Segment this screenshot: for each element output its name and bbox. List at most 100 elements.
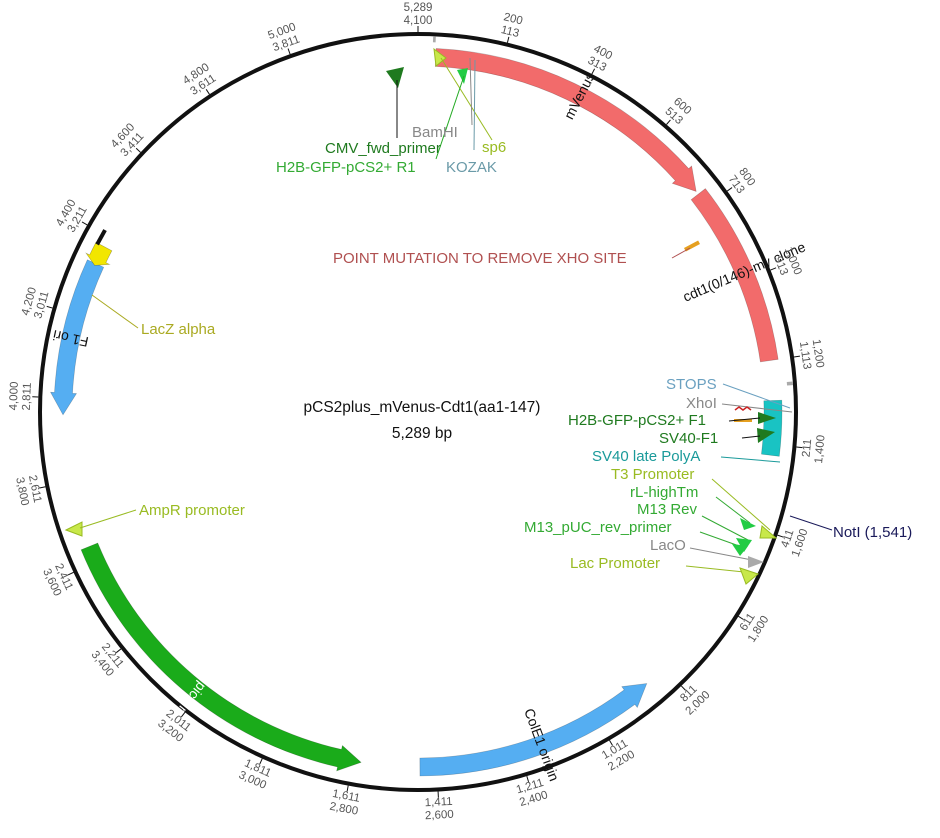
xhoi-site-squiggle: [734, 406, 752, 411]
tick-mark-23: [135, 147, 141, 153]
tick-label-inner-19: 2,611: [26, 474, 43, 504]
cdt1-arc[interactable]: [690, 188, 779, 363]
tick-label-inner-8: 411: [779, 528, 796, 549]
bamhi-leader: [469, 57, 473, 126]
tick-mark-11: [609, 739, 613, 746]
plasmid-size: 5,289 bp: [392, 425, 452, 442]
tick-mark-9: [738, 615, 744, 620]
tick-mark-21: [46, 305, 53, 309]
tick-mark-4: [726, 187, 733, 192]
kozak-label[interactable]: KOZAK: [446, 159, 497, 176]
rl-hightm-label[interactable]: rL-highTm: [630, 484, 698, 501]
f1ori-label: F1 ori: [51, 327, 89, 350]
rl-hightm-marker[interactable]: [740, 518, 756, 530]
sv40-f1-primer-label[interactable]: SV40-F1: [659, 430, 718, 447]
tick-mark-10: [680, 685, 686, 691]
t3-leader: [711, 478, 771, 531]
noti-label[interactable]: NotI (1,541): [833, 524, 912, 541]
tick-label-inner-6: 1,113: [797, 341, 813, 370]
m13rev-leader: [701, 515, 749, 541]
tick-label-inner-13: 1,411: [424, 796, 453, 809]
tick-label-outer-13: 2,600: [425, 809, 454, 823]
lacpromoter-leader: [685, 565, 745, 573]
plasmid-name: pCS2plus_mVenus-Cdt1(aa1-147): [304, 399, 541, 416]
h2b-r1-primer-marker[interactable]: [435, 68, 468, 160]
lacz-alpha-label[interactable]: LacZ alpha: [141, 321, 216, 338]
m13-puc-marker[interactable]: [732, 544, 748, 556]
sv40-f1-primer-marker[interactable]: [741, 428, 775, 443]
h2b-f1-primer-label[interactable]: H2B-GFP-pCS2+ F1: [568, 412, 706, 429]
tick-mark-12: [526, 775, 530, 782]
mvenus-arc[interactable]: [434, 48, 697, 192]
kozak-leader: [473, 59, 476, 151]
tick-mark-5: [770, 267, 777, 271]
cmv-primer-marker[interactable]: [386, 67, 404, 138]
stops-label[interactable]: STOPS: [666, 376, 717, 393]
tick-mark-18: [67, 571, 74, 576]
laco-leader: [689, 547, 753, 561]
point-mutation-label[interactable]: POINT MUTATION TO REMOVE XHO SITE: [333, 250, 627, 267]
laco-marker[interactable]: [748, 556, 764, 568]
sv40late-leader: [720, 456, 781, 463]
point-mutation-marker[interactable]: [671, 240, 701, 259]
ampicillin-arc[interactable]: [80, 542, 362, 772]
laco-label[interactable]: LacO: [650, 537, 686, 554]
tick-label-outer-6: 1,200: [810, 338, 826, 368]
h2b-r1-primer-label[interactable]: H2B-GFP-pCS2+ R1: [276, 159, 416, 176]
tick-mark-8: [777, 534, 784, 538]
tick-mark-2: [591, 68, 596, 75]
tick-label-inner-14: 1,611: [331, 788, 361, 805]
colE1-arc[interactable]: [419, 683, 648, 777]
tick-mark-24: [205, 89, 210, 95]
tick-label-inner-20: 2,811: [21, 382, 34, 410]
m13-puc-primer-label[interactable]: M13_pUC_rev_primer: [524, 519, 672, 536]
m13-rev-marker[interactable]: [736, 538, 752, 552]
tick-mark-3: [666, 119, 671, 125]
lac-promoter-label[interactable]: Lac Promoter: [570, 555, 660, 572]
backbone-circle: [38, 32, 798, 792]
ampr-promoter-label[interactable]: AmpR promoter: [139, 502, 245, 519]
f1ori-arc[interactable]: [50, 259, 105, 416]
tick-mark-1: [506, 36, 510, 43]
bamhi-label[interactable]: BamHI: [412, 124, 458, 141]
tick-label-outer-20: 4,000: [8, 381, 21, 410]
tick-label-inner-7: 211: [801, 438, 815, 457]
tick-mark-14: [346, 785, 349, 792]
tick-label-outer-0: 5,289: [404, 2, 433, 14]
h2b-f1-primer-marker[interactable]: [728, 412, 776, 424]
tick-label-outer-19: 3,800: [13, 476, 30, 507]
lacz-arrow[interactable]: [85, 241, 113, 266]
laczalpha-leader: [91, 294, 139, 329]
ampr-promoter-marker[interactable]: [64, 521, 83, 537]
xhoi-leader: [721, 403, 793, 413]
cmv-primer-label[interactable]: CMV_fwd_primer: [325, 140, 441, 157]
tick-mark-25: [287, 48, 291, 55]
m13-rev-label[interactable]: M13 Rev: [637, 501, 698, 518]
tick-label-outer-14: 2,800: [329, 801, 359, 818]
sv40late-label[interactable]: SV40 late PolyA: [592, 448, 700, 465]
tick-mark-15: [259, 758, 263, 765]
rlhightm-leader: [715, 496, 751, 524]
tick-mark-16: [180, 711, 186, 718]
lac-promoter-marker[interactable]: [739, 567, 760, 585]
tick-mark-6: [793, 355, 801, 358]
sv40polya-arc[interactable]: [761, 399, 783, 457]
tick-label-inner-0: 4,100: [404, 15, 433, 27]
tick-label-outer-1: 200: [502, 11, 523, 27]
stops-leader: [722, 383, 791, 409]
ampr-leader: [79, 509, 137, 529]
t3-promoter-label[interactable]: T3 Promoter: [611, 466, 694, 483]
sp6-promoter-marker[interactable]: [433, 47, 493, 141]
t3-promoter-marker[interactable]: [759, 525, 778, 539]
tick-label-outer-7: 1,400: [813, 434, 828, 464]
xhoi-label[interactable]: XhoI: [686, 395, 717, 412]
tick-mark-22: [81, 221, 88, 226]
sp6-label[interactable]: sp6: [482, 139, 506, 156]
noti-leader: [789, 515, 833, 531]
tick-label-inner-1: 113: [500, 24, 521, 40]
tick-mark-7: [796, 446, 803, 449]
lacz-bar-mark: [95, 229, 107, 246]
tick-mark-19: [39, 486, 46, 489]
tick-mark-17: [115, 648, 122, 654]
